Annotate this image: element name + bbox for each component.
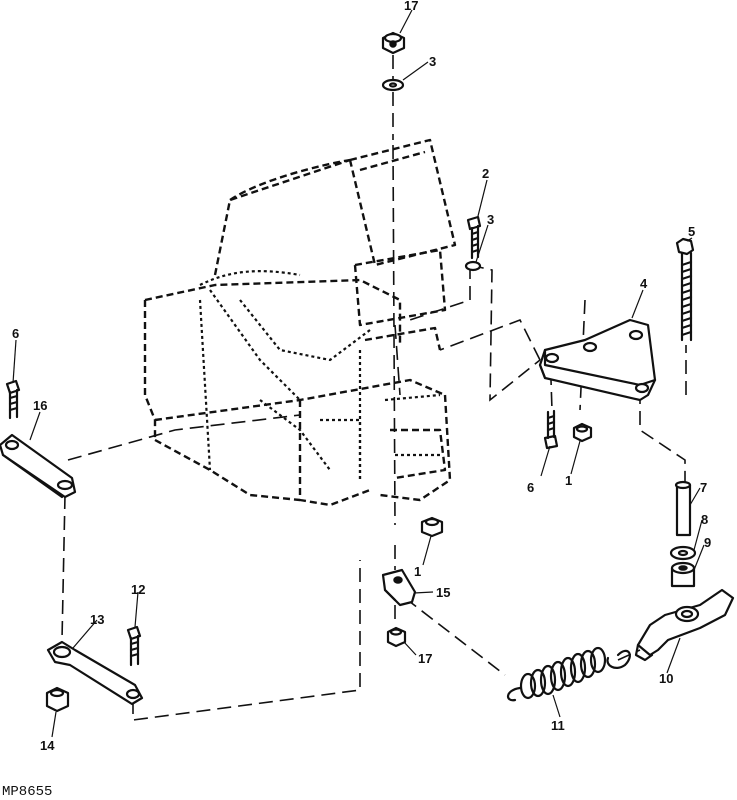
callout-17-top: 17 bbox=[404, 0, 418, 13]
callout-17-bottom: 17 bbox=[418, 651, 432, 666]
callout-8: 8 bbox=[701, 512, 708, 527]
part-6-left-bolt bbox=[5, 379, 21, 420]
part-10-lever bbox=[634, 588, 735, 662]
callout-10: 10 bbox=[659, 671, 673, 686]
part-9-bushing bbox=[670, 561, 696, 588]
part-8-washer bbox=[669, 545, 697, 561]
callout-3-mid: 3 bbox=[487, 212, 494, 227]
callout-5: 5 bbox=[688, 224, 695, 239]
callout-2: 2 bbox=[482, 166, 489, 181]
part-11-spring bbox=[507, 646, 631, 702]
part-3-mid-washer bbox=[464, 260, 482, 272]
part-17-bottom-nut bbox=[386, 626, 407, 648]
callout-4: 4 bbox=[640, 276, 648, 291]
callout-7: 7 bbox=[700, 480, 707, 495]
callout-1-right: 1 bbox=[565, 473, 572, 488]
part-7-pin bbox=[674, 480, 692, 537]
callout-15: 15 bbox=[436, 585, 450, 600]
part-3-top-washer bbox=[381, 78, 405, 92]
part-15-clip bbox=[381, 568, 417, 607]
part-4-bracket bbox=[538, 318, 657, 402]
part-1-mid-nut bbox=[420, 516, 444, 538]
callout-12: 12 bbox=[131, 582, 145, 597]
callout-13: 13 bbox=[90, 612, 104, 627]
callout-16: 16 bbox=[33, 398, 47, 413]
part-14-nut bbox=[45, 686, 70, 713]
part-1-right-nut bbox=[572, 422, 593, 443]
callout-leaders bbox=[12, 9, 705, 738]
part-2-bolt bbox=[466, 215, 482, 260]
callout-1-mid: 1 bbox=[414, 564, 421, 579]
callout-14: 14 bbox=[40, 738, 55, 753]
callout-6-mid: 6 bbox=[527, 480, 534, 495]
part-5-long-bolt bbox=[675, 237, 695, 342]
part-13-arm bbox=[46, 640, 144, 706]
part-17-top-locknut bbox=[381, 31, 406, 55]
callout-9: 9 bbox=[704, 535, 711, 550]
part-6-mid-bolt bbox=[543, 409, 559, 450]
part-16-link bbox=[0, 433, 77, 499]
callout-labels: 17 3 2 3 5 4 6 16 6 1 7 8 9 1 15 12 13 1… bbox=[12, 0, 711, 753]
figure-code: MP8655 bbox=[2, 784, 52, 800]
part-12-bolt bbox=[126, 625, 142, 667]
callout-11: 11 bbox=[551, 718, 565, 733]
callout-6-left: 6 bbox=[12, 326, 19, 341]
callout-3-top: 3 bbox=[429, 54, 436, 69]
transmission-housing-outline bbox=[143, 138, 457, 507]
